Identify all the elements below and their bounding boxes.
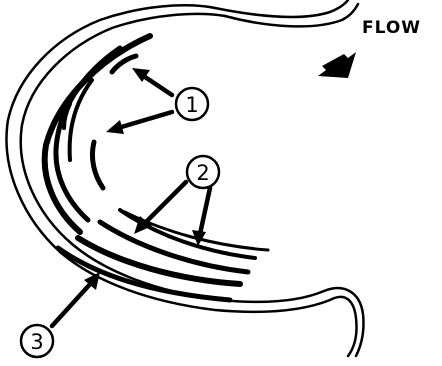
callout-2: 2 [187,156,219,188]
upper-wall [215,0,358,26]
arrow-2b [200,188,210,234]
callout-3-number: 3 [30,330,43,354]
flow-arrow-icon [318,52,356,78]
callout-1: 1 [176,88,208,120]
arrow-1a [142,75,172,95]
plaque-fleck-2 [92,142,103,188]
flow-label: FLOW [362,18,421,38]
upper-wall-line-1 [215,0,348,17]
arrow-2a [144,182,186,224]
plaque-deposits [45,36,268,300]
flow-arrow [318,52,356,78]
callout-1-number: 1 [185,93,198,117]
plaque-layer-5 [78,238,240,284]
arrow-3 [52,282,92,326]
arrow-1b [118,112,172,128]
callout-2-number: 2 [196,161,209,185]
plaque-layer-6 [100,222,248,272]
callout-3: 3 [21,325,53,357]
arrow-1b-head [106,120,124,134]
